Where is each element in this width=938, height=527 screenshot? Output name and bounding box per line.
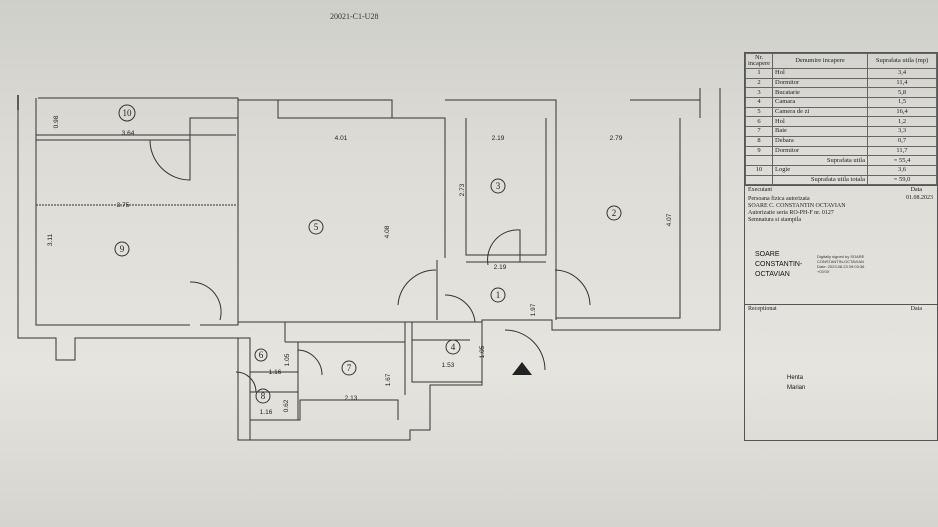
col-header-area: Suprafata utila (mp) <box>867 53 937 69</box>
col-header-name: Denumire incapere <box>772 53 868 69</box>
receptionat-date-label: Data <box>910 306 922 313</box>
door-arc-3 <box>487 229 521 266</box>
svg-text:10: 10 <box>123 108 133 118</box>
dim-311: 3.11 <box>47 234 54 247</box>
door-arc-2 <box>554 269 591 306</box>
door-arc-4 <box>444 294 476 323</box>
svg-text:9: 9 <box>120 244 125 254</box>
dim-153: 1.53 <box>442 362 455 369</box>
executant-line2: SOARE C. CONSTANTIN OCTAVIAN <box>748 203 846 210</box>
dim-116-b: 1.16 <box>260 409 273 416</box>
room-marker-2: 2 <box>606 205 622 221</box>
dim-062: 0.62 <box>283 399 290 412</box>
dim-167: 1.67 <box>385 373 392 386</box>
dim-401: 4.01 <box>335 135 348 142</box>
room-marker-10: 10 <box>118 104 136 122</box>
svg-text:2: 2 <box>612 208 617 218</box>
dim-197: 1.97 <box>530 303 537 316</box>
dim-364: 3.64 <box>122 130 135 137</box>
col-header-nr: Nr. incapere <box>744 53 774 69</box>
svg-text:4: 4 <box>451 342 456 352</box>
dim-098: 0.98 <box>53 115 60 128</box>
total-useful-row: Suprafata utila= 55,4 <box>744 155 937 166</box>
dim-219-hall: 2.19 <box>494 264 507 271</box>
loggia-walls <box>36 97 239 136</box>
dim-105-b: 1.05 <box>479 345 486 358</box>
executant-line1: Persoana fizica autorizata <box>748 196 810 203</box>
room-marker-5: 5 <box>308 219 324 235</box>
executant-date-label: Data <box>910 187 922 194</box>
svg-text:8: 8 <box>261 391 266 401</box>
room-marker-6: 6 <box>254 348 268 362</box>
door-arc-entrance <box>504 329 546 371</box>
total-row: Suprafata utila totala= 59,0 <box>744 174 937 186</box>
room-marker-7: 7 <box>341 360 357 376</box>
executant-date: 01.08.2023 <box>906 195 933 202</box>
room-area-table: Nr. incapere Denumire incapere Suprafata… <box>744 52 938 442</box>
dim-213: 2.13 <box>345 395 358 402</box>
dim-375: 3.75 <box>117 202 130 209</box>
door-arc-8 <box>235 371 257 393</box>
door-arc-7 <box>297 349 323 376</box>
hall-walls <box>436 260 546 320</box>
drawing-reference: 20021-C1-U28 <box>330 12 379 21</box>
interior-walls <box>238 99 681 320</box>
dim-116-a: 1.16 <box>269 369 282 376</box>
service-walls <box>238 321 482 395</box>
receptionat-label: Receptionat <box>748 306 777 313</box>
executant-section: Executant Data 01.08.2023 Persoana fizica… <box>745 185 937 304</box>
svg-text:1: 1 <box>496 290 501 300</box>
dim-219-top: 2.19 <box>492 135 505 142</box>
svg-text:3: 3 <box>496 181 501 191</box>
executant-label: Executant <box>748 187 772 194</box>
entrance-arrow <box>512 362 532 375</box>
pantry-walls <box>411 322 482 383</box>
wall-lines-west <box>35 98 239 326</box>
dim-408: 4.08 <box>384 225 391 238</box>
dim-273: 2.73 <box>459 183 466 196</box>
bath-walls <box>238 337 399 440</box>
room-marker-1: 1 <box>490 287 506 303</box>
svg-text:6: 6 <box>259 350 264 360</box>
room-marker-9: 9 <box>114 241 130 257</box>
dim-279: 2.79 <box>610 135 623 142</box>
room-marker-4: 4 <box>445 339 461 355</box>
executant-line4: Semnatura si stampila <box>748 217 801 224</box>
door-arc-5 <box>189 281 222 321</box>
window-walls <box>278 99 701 118</box>
room-marker-3: 3 <box>490 178 506 194</box>
room-marker-8: 8 <box>255 388 271 404</box>
dim-105-a: 1.05 <box>284 353 291 366</box>
dim-407: 4.07 <box>666 213 673 226</box>
svg-text:7: 7 <box>347 363 352 373</box>
outer-wall <box>17 88 721 441</box>
door-arc-1a <box>397 269 437 306</box>
svg-text:5: 5 <box>314 222 319 232</box>
door-arc-9 <box>149 139 191 181</box>
executant-line3: Autorizatie seria RO-PH-F nr. 0127 <box>748 210 834 217</box>
